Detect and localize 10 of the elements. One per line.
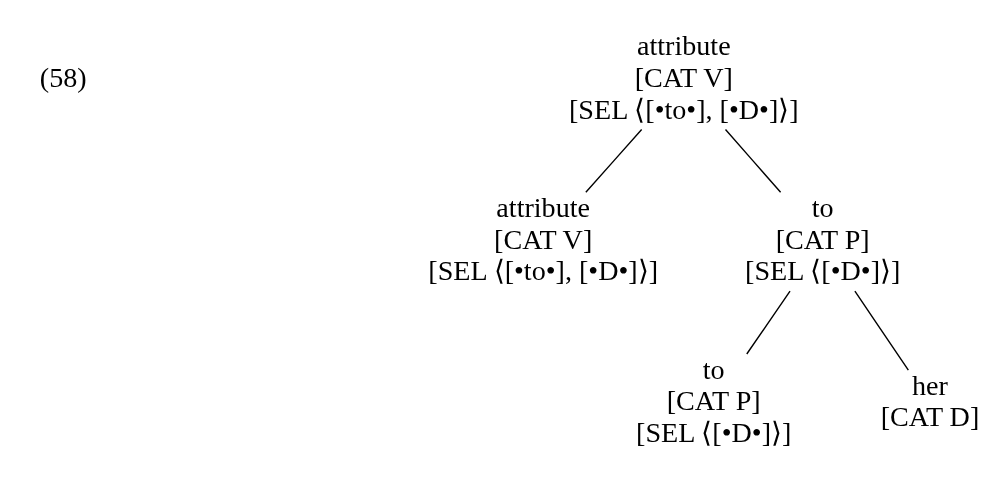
node-text: her [CAT D] xyxy=(880,369,980,432)
node-text: attribute [CAT V] [SEL ⟨[•to•], [•D•]⟩] xyxy=(428,191,659,286)
connector xyxy=(724,128,782,193)
connector xyxy=(854,290,910,371)
node-text: attribute [CAT V] [SEL ⟨[•to•], [•D•]⟩] xyxy=(568,29,799,125)
connector xyxy=(585,128,643,193)
node-text: to [CAT P] [SEL ⟨[•D•]⟩] xyxy=(636,353,792,448)
label: (58) xyxy=(39,61,87,93)
connector xyxy=(746,290,791,355)
node-text: to [CAT P] [SEL ⟨[•D•]⟩] xyxy=(745,191,901,286)
